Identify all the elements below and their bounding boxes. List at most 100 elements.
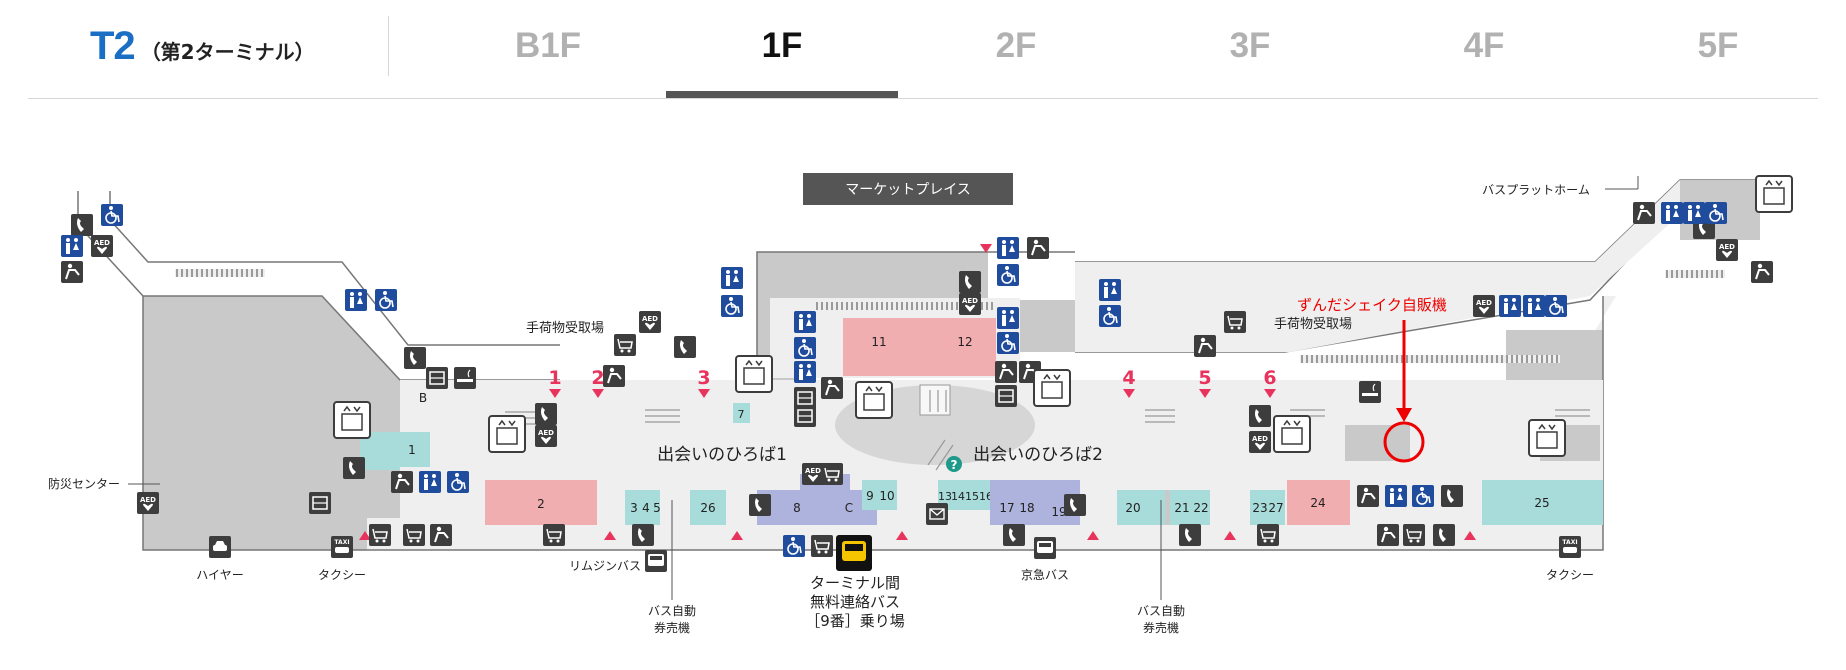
aed-icon: AED [1249, 431, 1271, 453]
store-2: 2 [537, 497, 545, 511]
baggage-claim-right-label: 手荷物受取場 [1274, 317, 1352, 332]
mail-icon [926, 503, 948, 525]
tab-2f[interactable]: 2F [995, 26, 1037, 65]
svg-text:AED: AED [94, 239, 110, 247]
nursing-icon [391, 471, 413, 493]
wheelchair-icon [447, 471, 469, 493]
plaza-2-label: 出会いのひろば2 [973, 445, 1103, 465]
aed-icon: AED [91, 235, 113, 257]
aed-icon: AED [1716, 239, 1738, 261]
nursing-icon [1027, 237, 1049, 259]
store-14: 14 [951, 490, 965, 503]
locker-icon [794, 387, 816, 409]
nursing-icon [1194, 335, 1216, 357]
market-place-banner[interactable]: マーケットプレイス [803, 173, 1013, 205]
phone-icon [632, 524, 654, 546]
phone-icon [404, 347, 426, 369]
floor-header: T2 （第2ターミナル） B1F 1F 2F 3F 4F 5F [28, 0, 1818, 99]
store-3: 3 [630, 501, 638, 515]
nursing-icon [1357, 485, 1379, 507]
taxi-icon: TAXI [1559, 536, 1581, 558]
svg-text:AED: AED [1476, 299, 1492, 307]
svg-text:AED: AED [1252, 435, 1268, 443]
phone-icon [1441, 485, 1463, 507]
store-5: 5 [653, 501, 661, 515]
store-7: 7 [738, 408, 745, 421]
shuttle-bus-line3: ［9番］乗り場 [805, 612, 905, 630]
store-18: 18 [1019, 501, 1034, 515]
wheelchair-icon [1705, 202, 1727, 224]
wheelchair-icon [1545, 295, 1567, 317]
phone-icon [71, 214, 93, 236]
exit-2: 2 [591, 367, 604, 389]
phone-icon [749, 494, 771, 516]
store-1: 1 [408, 443, 416, 457]
exit-3: 3 [697, 367, 710, 389]
phone-icon [1064, 494, 1086, 516]
nursing-icon [61, 261, 83, 283]
info-icon[interactable]: ? [946, 456, 962, 472]
svg-text:AED: AED [962, 297, 978, 305]
shuttle-bus-stop-icon[interactable] [836, 535, 872, 571]
store-9: 9 [866, 489, 874, 503]
restroom-icon [997, 237, 1019, 259]
tab-3f[interactable]: 3F [1229, 26, 1271, 65]
aed-icon: AED [802, 463, 824, 485]
restroom-icon [1661, 202, 1683, 224]
tab-1f[interactable]: 1F [761, 26, 803, 65]
bus-ticket-left-line2: 券売機 [654, 620, 690, 635]
aed-icon: AED [959, 293, 981, 315]
bus-ticket-right-line2: 券売機 [1143, 620, 1179, 635]
vending-machine-marker[interactable] [1383, 421, 1425, 463]
bus-ticket-left-line1: バス自動 [648, 604, 696, 618]
exit-5: 5 [1198, 367, 1211, 389]
nursing-icon [430, 524, 452, 546]
info-glyph: ? [951, 458, 958, 472]
wheelchair-icon [783, 535, 805, 557]
store-19: 19 [1051, 505, 1066, 519]
wheelchair-icon [101, 204, 123, 226]
svg-text:AED: AED [140, 496, 156, 504]
aed-icon: AED [137, 492, 159, 514]
tab-4f[interactable]: 4F [1463, 26, 1505, 65]
store-23: 23 [1252, 501, 1267, 515]
store-17: 17 [999, 501, 1014, 515]
car-icon [209, 536, 231, 558]
svg-text:AED: AED [538, 429, 554, 437]
locker-icon [995, 385, 1017, 407]
restroom-icon [419, 471, 441, 493]
cart-icon [543, 524, 565, 546]
smoking-icon [454, 367, 476, 389]
nursing-icon [821, 377, 843, 399]
store-25: 25 [1534, 496, 1549, 510]
taxi-right-label: タクシー [1546, 568, 1594, 582]
svg-text:AED: AED [805, 467, 821, 475]
escalator-icon [1555, 409, 1590, 417]
zunda-shake-vending-machine[interactable]: ずんだシェイク自販機 [1297, 296, 1447, 463]
disaster-center-label: 防災センター [48, 476, 120, 491]
elevator-icon [735, 355, 773, 393]
cart-icon [1403, 524, 1425, 546]
shuttle-bus-line2: 無料連絡バス [810, 593, 900, 611]
locker-icon [426, 367, 448, 389]
bus-icon [645, 550, 667, 572]
wheelchair-icon [997, 264, 1019, 286]
shuttle-bus-line1: ターミナル間 [810, 574, 900, 592]
svg-text:AED: AED [1719, 243, 1735, 251]
elevator-icon [1755, 175, 1793, 213]
restroom-icon [721, 267, 743, 289]
limousine-bus-label: リムジンバス [569, 559, 641, 573]
terminal-title: T2 （第2ターミナル） [90, 24, 315, 74]
hire-label: ハイヤー [196, 568, 243, 582]
stores: 1 2 3 4 5 26 7 8 C 9 10 11 12 13 14 15 1… [395, 318, 1603, 525]
store-26: 26 [700, 501, 715, 515]
active-tab-indicator [666, 91, 898, 98]
tab-5f[interactable]: 5F [1697, 26, 1739, 65]
tab-b1f[interactable]: B1F [514, 26, 582, 65]
nursing-icon [1751, 261, 1773, 283]
cart-icon [369, 524, 391, 546]
phone-icon [1179, 524, 1201, 546]
phone-icon [1433, 524, 1455, 546]
